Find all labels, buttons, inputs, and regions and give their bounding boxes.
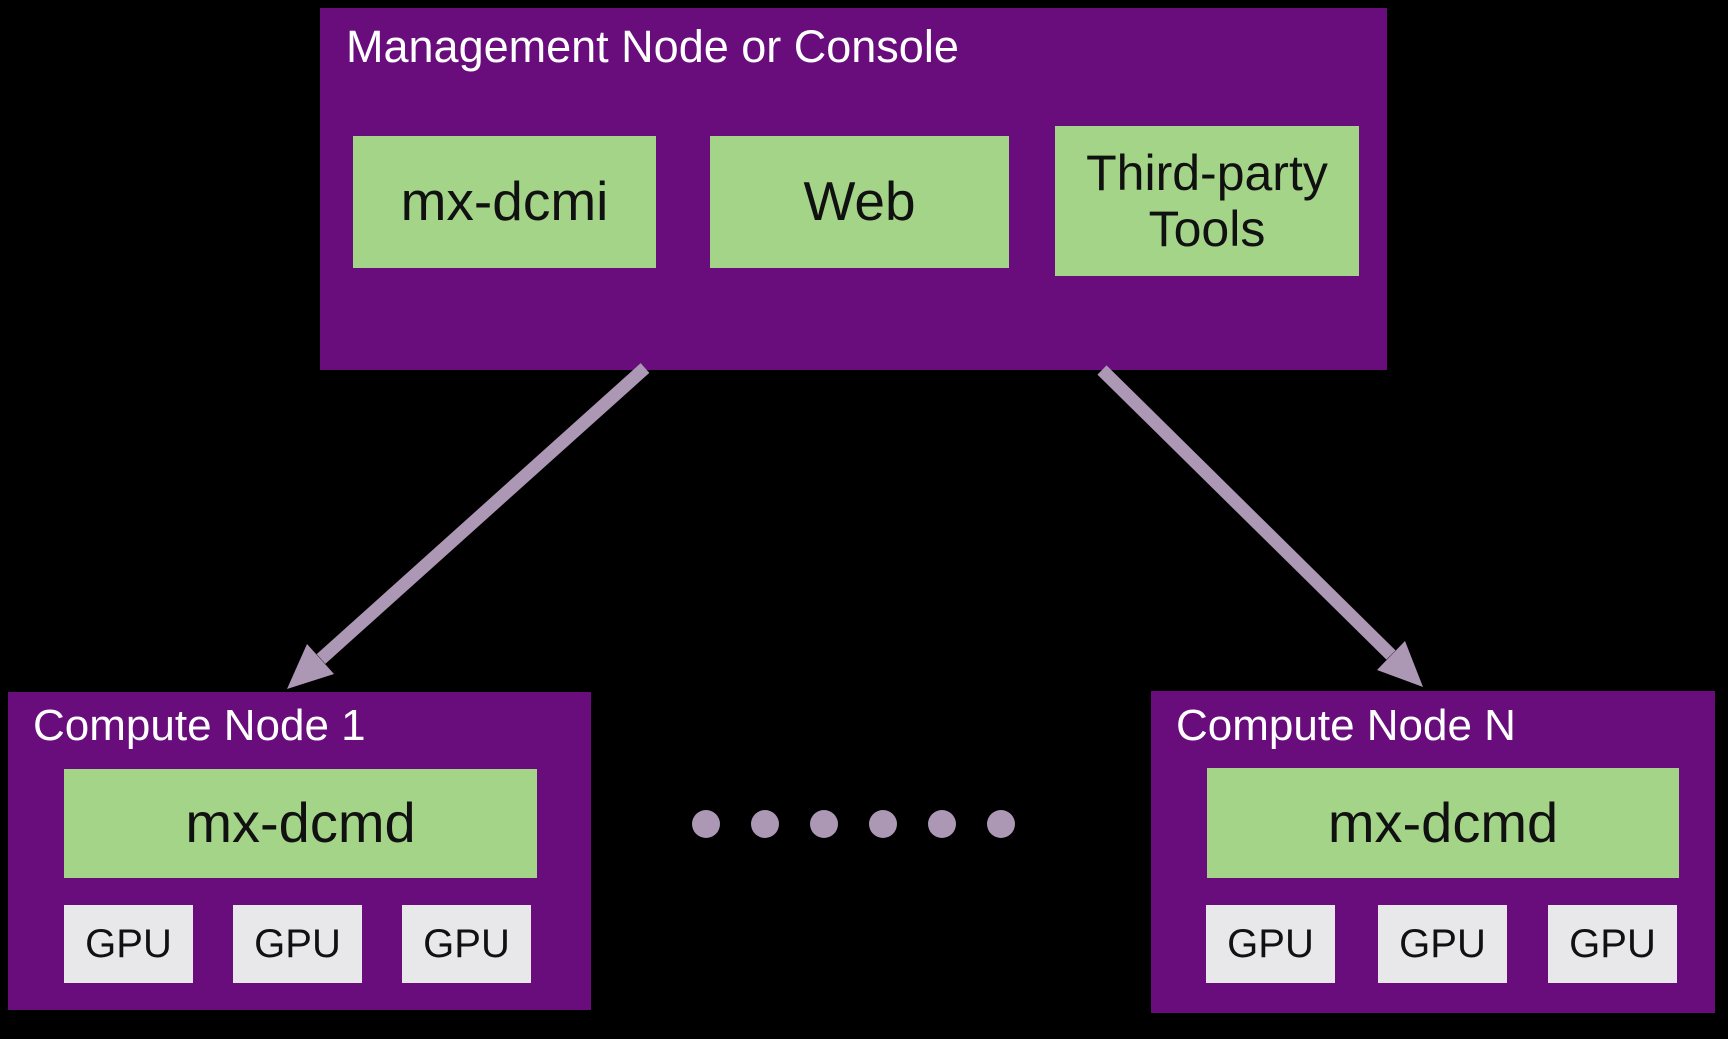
gpu-box: GPU: [233, 905, 362, 983]
gpu-box: GPU: [1206, 905, 1335, 983]
ellipsis-dots: [692, 810, 1015, 838]
tool-box-web: Web: [710, 136, 1009, 268]
tool-box-third-party-tools: Third-party Tools: [1055, 126, 1359, 276]
tool-box-mx-dcmi: mx-dcmi: [353, 136, 656, 268]
ellipsis-dot-icon: [692, 810, 720, 838]
management-node-box: Management Node or Console mx-dcmi Web T…: [320, 8, 1387, 370]
arrow-to-compute-node-1: [287, 363, 650, 689]
arrow-to-compute-node-n: [1097, 365, 1423, 687]
ellipsis-dot-icon: [810, 810, 838, 838]
gpu-box: GPU: [64, 905, 193, 983]
management-node-title: Management Node or Console: [346, 21, 959, 72]
ellipsis-dot-icon: [987, 810, 1015, 838]
ellipsis-dot-icon: [751, 810, 779, 838]
daemon-box-mx-dcmd: mx-dcmd: [64, 769, 537, 878]
ellipsis-dot-icon: [869, 810, 897, 838]
compute-node-1-title: Compute Node 1: [33, 701, 366, 750]
arrowhead-right-icon: [1377, 641, 1423, 687]
daemon-box-mx-dcmd: mx-dcmd: [1207, 768, 1679, 878]
gpu-box: GPU: [402, 905, 531, 983]
compute-node-1-box: Compute Node 1 mx-dcmd GPU GPU GPU: [8, 692, 591, 1010]
arrowhead-left-icon: [287, 644, 334, 689]
compute-node-n-title: Compute Node N: [1176, 701, 1516, 750]
gpu-box: GPU: [1378, 905, 1507, 983]
gpu-box: GPU: [1548, 905, 1677, 983]
ellipsis-dot-icon: [928, 810, 956, 838]
compute-node-n-box: Compute Node N mx-dcmd GPU GPU GPU: [1151, 691, 1715, 1013]
